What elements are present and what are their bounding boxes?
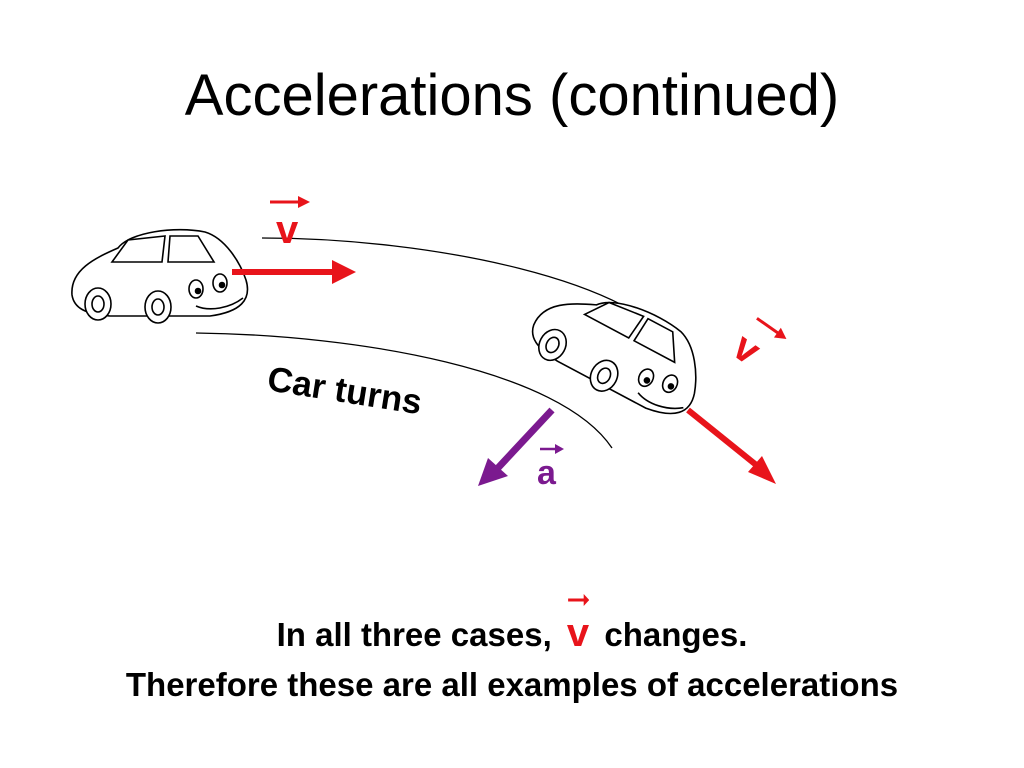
car-right-icon [531, 301, 697, 415]
caption-line-1-after: changes. [604, 616, 748, 653]
acceleration-arrowhead [478, 458, 508, 486]
velocity-arrowhead-initial [332, 260, 356, 284]
velocity-label-top: v [276, 208, 299, 252]
caption-velocity-letter: v [566, 611, 590, 655]
velocity-arrow-final [686, 407, 762, 471]
velocity-label-right-text: v [725, 325, 769, 374]
velocity-label-top-arrowhead [298, 196, 310, 208]
acceleration-label: a [537, 454, 557, 492]
caption-line-2: Therefore these are all examples of acce… [125, 666, 899, 703]
velocity-arrowhead-final [748, 456, 776, 484]
road-inner-curve [195, 332, 613, 449]
car-left-icon [71, 228, 249, 324]
caption-velocity-arrow-icon [568, 594, 590, 606]
caption-velocity-symbol: v [566, 594, 590, 655]
acceleration-arrow [493, 407, 555, 473]
caption-line-1-before: In all three cases, [276, 616, 552, 653]
slide-title: Accelerations (continued) [184, 63, 840, 128]
acceleration-label-arrowhead [555, 444, 564, 454]
car-turns-label: Car turns [265, 359, 425, 422]
caption-line-1: In all three cases, v changes. [0, 594, 1024, 655]
velocity-label-right: v [725, 317, 787, 374]
